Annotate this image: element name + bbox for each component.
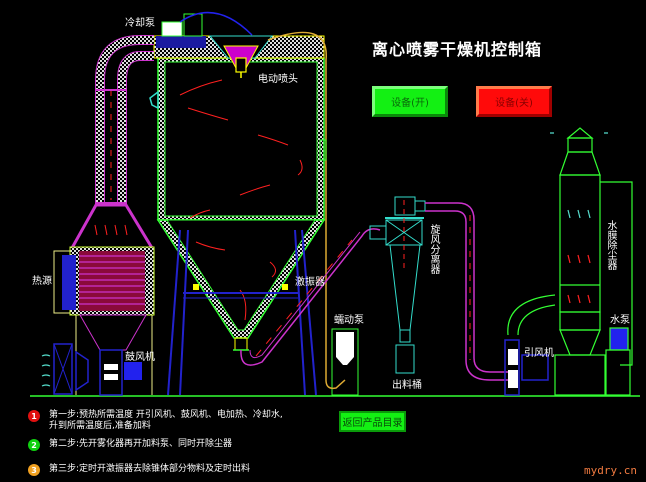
hot-air-duct [69,35,155,250]
back-to-catalog-button[interactable]: 返回产品目录 [339,411,406,432]
step-2: 2 第二步:先开雾化器再开加料泵、同时开除尘器 [28,439,232,451]
device-on-button[interactable]: 设备(开) [372,86,448,117]
induced-fan-shape [504,294,556,396]
step-3: 3 第三步:定时开激振器去除锥体部分物料及定时出料 [28,464,250,476]
step-3-number: 3 [28,464,40,476]
dust-collector-shape [550,127,633,396]
exhaust-duct [425,202,510,381]
watermark: mydry.cn [584,464,637,477]
step-2-text: 第二步:先开雾化器再开加料泵、同时开除尘器 [49,439,233,449]
drying-chamber [156,57,326,396]
step-3-text: 第三步:定时开激振器去除锥体部分物料及定时出料 [49,464,251,474]
blower [41,343,142,396]
air-distributor [149,11,327,380]
discharge-bucket-label: 出料桶 [392,380,422,391]
page-title: 离心喷雾干燥机控制箱 [372,40,543,59]
heat-source-label: 热源 [32,276,52,287]
step-2-number: 2 [28,439,40,451]
vibrator-label: 激振器 [295,277,325,288]
step-1-text: 第一步:预热所需温度 开引风机、鼓风机、电加热、冷却水, [49,410,283,420]
product-duct [240,228,381,366]
dust-collector-label: 水膜除尘器 [605,220,616,270]
peristaltic-pump-shape [325,328,359,396]
cyclone-shape [369,196,426,374]
device-off-button[interactable]: 设备(关) [476,86,552,117]
step-1-text-line2: 升到所需温度后,准备加料 [49,421,151,431]
electric-nozzle-label: 电动喷头 [258,74,298,85]
water-pump-label: 水泵 [610,315,630,326]
induced-fan-label: 引风机 [524,348,554,359]
cyclone-separator-label: 旋风分离器 [428,224,439,274]
step-1: 1 第一步:预热所需温度 开引风机、鼓风机、电加热、冷却水,升到所需温度后,准备… [28,410,283,432]
heater [53,246,155,395]
blower-label: 鼓风机 [125,352,155,363]
cooling-pump-label: 冷却泵 [125,18,155,29]
step-1-number: 1 [28,410,40,422]
peristaltic-pump-label: 蠕动泵 [334,315,364,326]
